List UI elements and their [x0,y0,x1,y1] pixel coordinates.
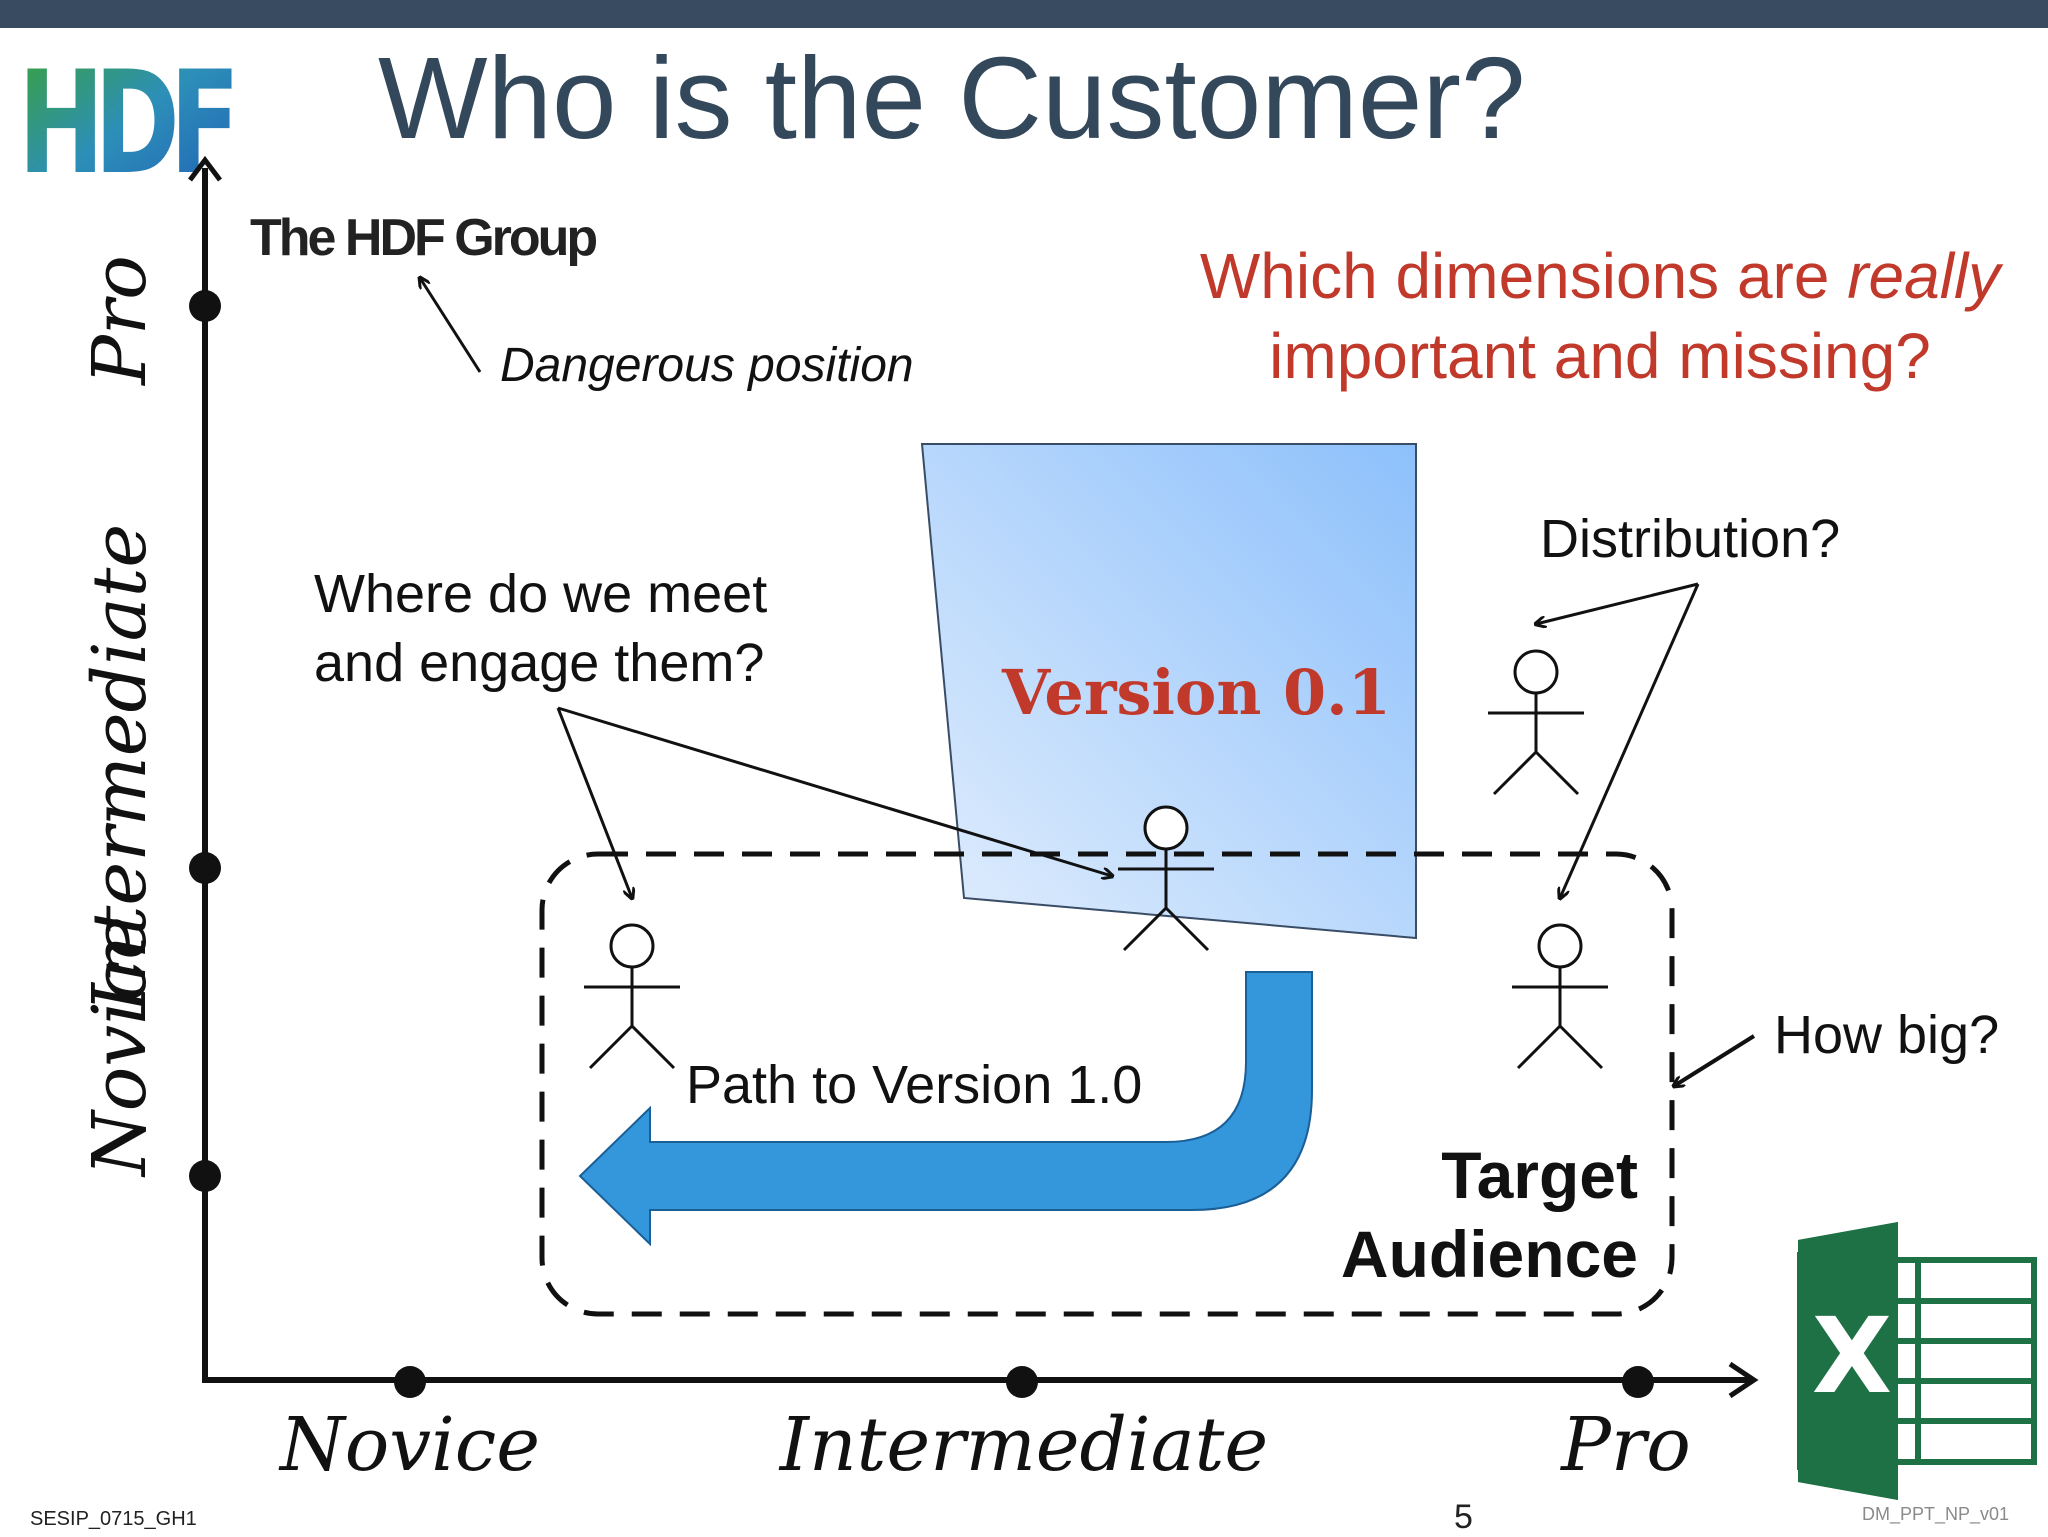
path-label: Path to Version 1.0 [686,1055,1143,1115]
dimensions-question: Which dimensions are really important an… [1160,236,2040,396]
y-axis-arrowhead [188,155,222,182]
stick-figure-right [1512,923,1608,1070]
y-tick-novice [189,1160,221,1192]
meet-arrow-left [556,707,632,898]
footer-code: SESIP_0715_GH1 [30,1508,197,1530]
page-title: Who is the Customer? [378,33,1526,163]
question-line1-start: Which dimensions are [1199,240,1848,312]
target-line1: Target [1441,1138,1638,1212]
distribution-label: Distribution? [1540,509,1841,569]
y-label-pro: Pro [77,255,163,385]
meet-arrow-center [557,706,1112,876]
x-tick-intermediate [1006,1366,1038,1398]
stick-figure-center [1118,805,1214,952]
dangerous-arrow [420,278,482,373]
meet-line2: and engage them? [314,633,765,694]
y-tick-intermediate [189,852,221,884]
footer-template-id: DM_PPT_NP_v01 [1862,1504,2010,1524]
target-audience-box [539,851,1675,1317]
hdf-logo-text: HDF [18,41,232,206]
top-bar [0,0,2048,28]
how-big-arrow [1674,1034,1756,1086]
question-line2: important and missing? [1269,320,1931,392]
dangerous-position-label: Dangerous position [500,339,914,392]
x-axis-arrowhead [1728,1361,1759,1399]
page-number: 5 [1454,1498,1473,1536]
x-tick-novice [394,1366,426,1398]
x-label-pro: Pro [1561,1402,1691,1488]
hdf-logo: HDF [18,41,246,206]
distribution-arrow-outside [1536,582,1699,624]
meet-line1: Where do we meet [314,564,768,624]
version-label: Version 0.1 [1002,656,1391,729]
y-label-intermediate: Intermediate [77,523,163,1013]
hdf-group-logo: The HDF Group [250,209,598,267]
stick-figure-outside [1488,649,1584,796]
x-label-intermediate: Intermediate [779,1402,1269,1488]
stick-figure-left [584,923,680,1070]
distribution-arrow-right [1560,583,1700,898]
excel-icon-letter: X [1812,1295,1892,1417]
question-emphasis: really [1847,240,2001,312]
how-big-label: How big? [1774,1005,2000,1065]
path-arrow [578,971,1313,1247]
x-tick-pro [1622,1366,1654,1398]
x-label-novice: Novice [279,1402,541,1488]
version-region [920,443,1417,940]
target-line2: Audience [1340,1217,1638,1292]
target-audience-label: Target Audience [1341,1136,1638,1294]
y-tick-pro [189,290,221,322]
meet-question: Where do we meet and engage them? [314,560,767,698]
excel-icon: X [1796,1222,2037,1500]
